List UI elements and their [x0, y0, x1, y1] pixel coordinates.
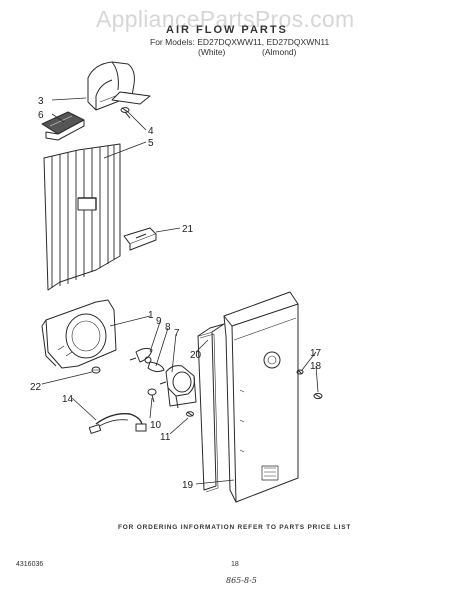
- rear-panel: [223, 291, 299, 503]
- callout-8: 8: [165, 322, 171, 333]
- wire-harness: [88, 413, 147, 434]
- clip-part-21: [123, 227, 157, 251]
- document-code: 4316036: [16, 561, 44, 568]
- mounting-bracket: [111, 91, 151, 105]
- callout-9: 9: [156, 316, 162, 327]
- callout-3: 3: [38, 96, 44, 107]
- evaporator-cover-panel: [43, 143, 121, 291]
- variant-white: (White): [198, 47, 226, 57]
- watermark: AppliancePartsPros.com: [96, 6, 355, 32]
- screw-part-11: [186, 411, 194, 417]
- screw-part-4: [120, 107, 131, 119]
- motor-grommet: [147, 388, 157, 403]
- callout-numbers: 3 6 4 5 21 1 9 8 7 20 17 18 22 14 10 11 …: [30, 96, 322, 491]
- screw-part-18: [313, 392, 323, 400]
- callout-18: 18: [310, 361, 322, 372]
- callout-17: 17: [310, 348, 322, 359]
- fan-blade: [129, 347, 165, 373]
- variant-almond: (Almond): [262, 47, 297, 57]
- callout-7: 7: [174, 328, 180, 339]
- page-number: 18: [231, 561, 239, 568]
- callout-19: 19: [182, 480, 194, 491]
- callout-10: 10: [150, 420, 162, 431]
- callout-5: 5: [148, 138, 154, 149]
- grommet-part-22: [91, 366, 101, 374]
- filter-pad: [41, 111, 85, 141]
- ordering-note: FOR ORDERING INFORMATION REFER TO PARTS …: [118, 524, 352, 531]
- callout-22: 22: [30, 382, 42, 393]
- leader-lines: [41, 97, 319, 485]
- callout-14: 14: [62, 394, 74, 405]
- fan-motor: [159, 365, 197, 409]
- models-line: For Models: ED27DQXWW11, ED27DQXWN11: [150, 37, 330, 47]
- screw-part-17: [296, 369, 304, 375]
- callout-21: 21: [182, 224, 194, 235]
- handwritten-note: 865-8-5: [226, 576, 257, 585]
- callout-6: 6: [38, 110, 44, 121]
- callout-1: 1: [148, 310, 154, 321]
- callout-11: 11: [160, 432, 171, 443]
- callout-4: 4: [148, 126, 154, 137]
- diagram-title: AIR FLOW PARTS: [166, 24, 288, 36]
- callout-20: 20: [190, 350, 202, 361]
- seal-strip: [197, 323, 225, 493]
- fan-shroud: [41, 299, 117, 369]
